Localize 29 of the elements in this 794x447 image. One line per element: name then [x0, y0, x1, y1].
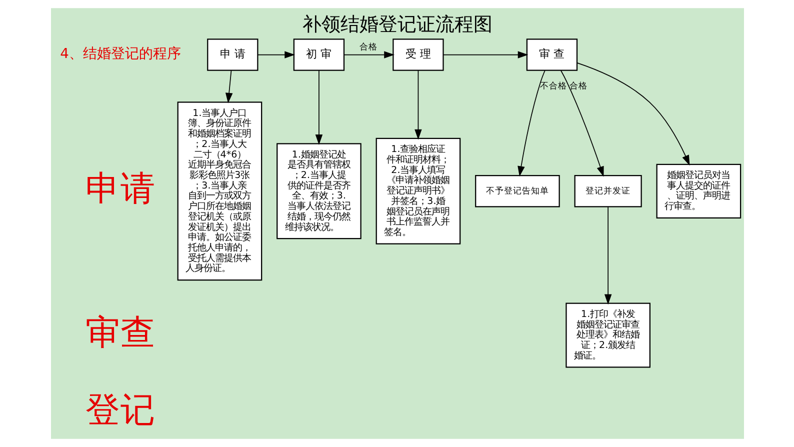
node-box: 1.打印《补发婚姻登记证审查处理表》和结婚证；2.颁发结婚证。 [565, 302, 650, 368]
arrow [343, 51, 394, 58]
arrow [224, 70, 232, 104]
node-box: 婚姻登记员对当事人提交的证件、证明、声明进行审查。 [656, 164, 741, 218]
label: 4、结婚登记的程序 [60, 46, 180, 62]
node-box: 受 理 [392, 38, 444, 71]
diagram-title: 补领结婚登记证流程图 [302, 13, 492, 36]
arrow [257, 51, 294, 58]
node-box: 1.查验相应证件和证明材料；2.当事人填写《申请补领婚姻登记证声明书》并签名；3.婚姻登记员在声明书上作监誓人并签名。 [375, 138, 460, 244]
label: 申请 [84, 168, 155, 209]
arrow [414, 70, 422, 140]
node-box: 申 请 [206, 38, 258, 71]
label: 登记 [84, 390, 155, 431]
node-box: 登记并发证 [574, 175, 642, 208]
arrow [314, 70, 322, 145]
node-box: 审 查 [526, 38, 578, 71]
node-box: 1.婚姻登记处是否具有管辖权；2.当事人提供的证件是否齐全、有效；3.当事人依法登记结婚，现今仍然维持该状况。 [276, 143, 361, 240]
arrow [604, 206, 612, 305]
arrow [560, 70, 604, 177]
arrow [517, 70, 545, 177]
edge-label: 不合格 [540, 81, 567, 92]
edge-label: 合格 [569, 81, 588, 92]
node-box: 不予登记告知单 [474, 175, 560, 208]
arrow [442, 51, 528, 58]
label: 审查 [84, 312, 155, 353]
edge-label: 合格 [359, 42, 378, 53]
arrow [576, 62, 690, 166]
node-box: 初 审 [292, 38, 344, 71]
node-box: 1.当事人户口簿、身份证原件和婚姻档案证明；2.当事人大二寸（4*6）近期半身免冠合影彩色照片3张；3.当事人亲自到一方或双方户口所在地婚姻登记机关（或原发证机关）提出申请。如公证委托他人申请的，受托人需提供本人身份证。 [176, 102, 262, 281]
